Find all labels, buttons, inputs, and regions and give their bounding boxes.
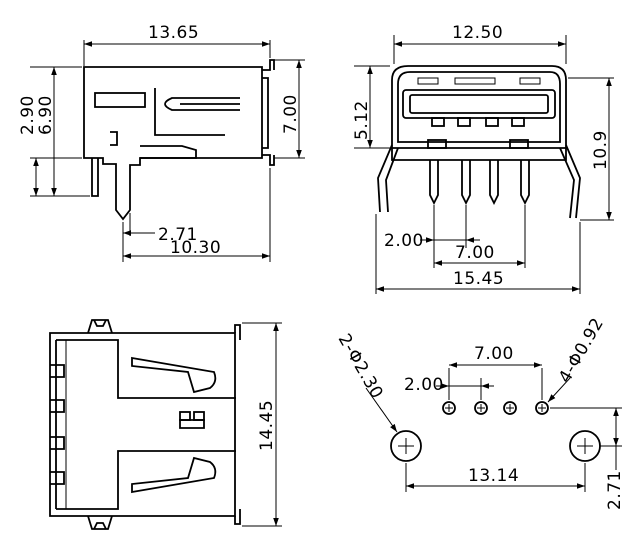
front-tongue [409, 94, 549, 114]
front-width-top-label: 12.50 [452, 23, 503, 43]
front-width-bottom-label: 15.45 [453, 269, 504, 289]
side-window [110, 131, 118, 146]
side-height-right-label: 7.00 [281, 94, 301, 134]
fp-row-offset-label: 2.71 [605, 470, 625, 510]
front-pins [429, 160, 530, 206]
side-height-left-b-label: 6.90 [36, 95, 56, 135]
fp-small-holes-label: 4-Φ0.92 [555, 314, 608, 386]
front-shield-leg-right [559, 144, 581, 219]
large-hole-left [390, 430, 422, 462]
front-height-left-label: 5.12 [352, 100, 372, 140]
top-view: 14.45 [49, 319, 282, 530]
front-shell-inner [397, 71, 561, 143]
top-spring-lower [131, 456, 217, 494]
fp-pin-pitch-label: 2.00 [404, 375, 444, 395]
large-hole-right [569, 430, 601, 462]
front-shell-outer [391, 65, 567, 149]
side-slot [94, 92, 146, 108]
front-opening [402, 89, 556, 119]
fp-hole-spacing-label: 13.14 [468, 466, 519, 486]
top-inner-housing [55, 339, 236, 510]
side-pin-offset-label: 2.71 [158, 225, 198, 245]
top-spring-upper [131, 356, 217, 394]
side-body-outline [83, 66, 263, 221]
front-view: 12.50 5.12 10.9 2.00 7.00 15.45 [352, 23, 614, 294]
pcb-footprint: 7.00 2.00 13.14 2.71 2-Φ2.30 4-Φ0.92 [334, 314, 625, 510]
side-tab [140, 145, 197, 159]
side-view: 13.65 7.00 2.90 6.90 2.71 10.30 [18, 23, 305, 262]
front-height-right-label: 10.9 [591, 130, 611, 170]
fp-large-holes-label: 2-Φ2.30 [334, 331, 387, 403]
side-width-bottom-label: 10.30 [170, 238, 221, 258]
side-height-left-a-label: 2.90 [18, 95, 38, 135]
side-spring-contact [164, 97, 240, 111]
front-pin-span-label: 7.00 [455, 243, 495, 263]
top-width-right-label: 14.45 [257, 400, 277, 451]
front-pin-pitch-label: 2.00 [384, 231, 424, 251]
side-shell-flange [262, 59, 275, 166]
small-holes [442, 401, 549, 415]
side-pin [91, 158, 99, 197]
front-shield-leg-left [377, 144, 399, 213]
side-width-top-label: 13.65 [148, 23, 199, 43]
fp-pin-span-label: 7.00 [474, 344, 514, 364]
